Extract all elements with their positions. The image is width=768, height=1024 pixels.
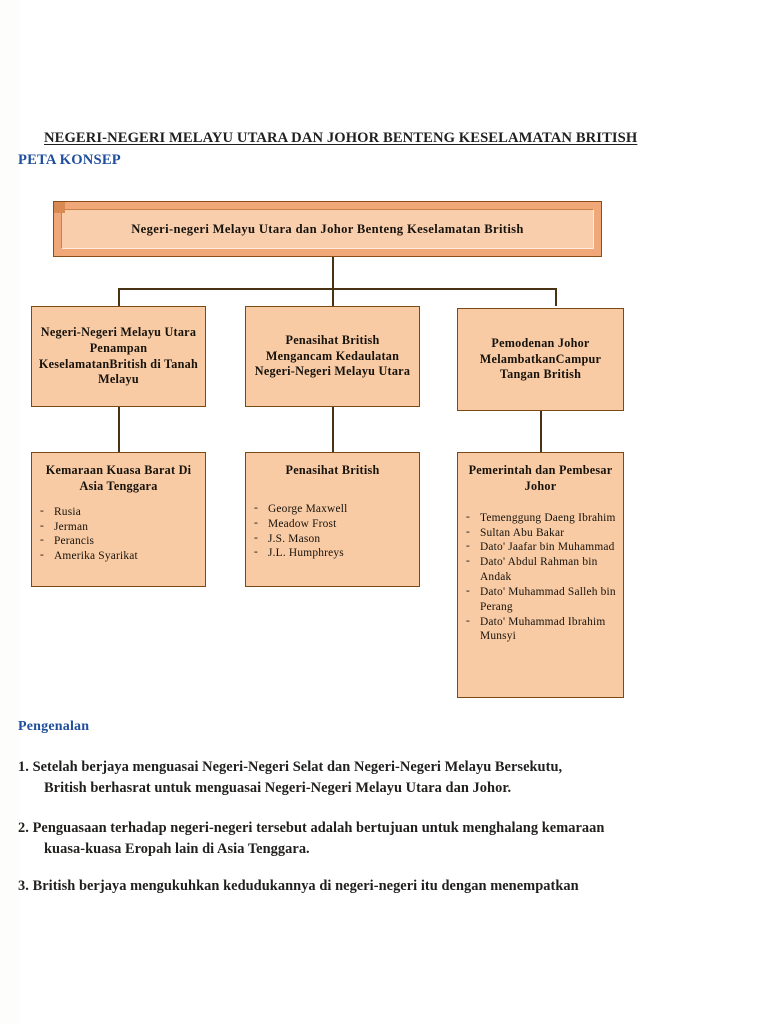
paragraph-1-line2: British berhasrat untuk menguasai Negeri…: [44, 779, 512, 796]
branch-node-2: Penasihat British Mengancam Kedaulatan N…: [245, 306, 420, 407]
branch-node-3: Pemodenan Johor MelambatkanCampur Tangan…: [457, 308, 624, 411]
list-item: -J.S. Mason: [252, 532, 413, 547]
dash-bullet-icon: -: [254, 516, 258, 529]
dash-bullet-icon: -: [40, 504, 44, 517]
list-item-label: Perancis: [54, 535, 95, 548]
list-item: -J.L. Humphreys: [252, 546, 413, 561]
connector-branch-1-to-leaf: [118, 407, 120, 452]
paragraph-1-number: 1.: [18, 759, 29, 775]
list-item: -Jerman: [38, 520, 199, 535]
leaf-node-2: Penasihat British -George Maxwell -Meado…: [245, 452, 420, 587]
list-item: -Dato' Jaafar bin Muhammad: [464, 540, 617, 555]
list-item: -Temenggung Daeng Ibrahim: [464, 511, 617, 526]
dash-bullet-icon: -: [40, 549, 44, 562]
section-heading-pengenalan: Pengenalan: [18, 719, 90, 734]
list-item-label: J.S. Mason: [268, 532, 321, 545]
root-node: Negeri-negeri Melayu Utara dan Johor Ben…: [53, 201, 602, 257]
dash-bullet-icon: -: [466, 540, 470, 553]
connector-drop-branch-2: [332, 288, 334, 306]
leaf-node-1-list: -Rusia -Jerman -Perancis -Amerika Syarik…: [38, 505, 199, 564]
paragraph-1: 1. Setelah berjaya menguasai Negeri-Nege…: [18, 757, 748, 798]
connector-branch-3-to-leaf: [540, 411, 542, 452]
connector-root-stem: [332, 257, 334, 306]
branch-node-2-label: Penasihat British Mengancam Kedaulatan N…: [254, 332, 411, 379]
leaf-node-3: Pemerintah dan Pembesar Johor -Temenggun…: [457, 452, 624, 698]
list-item: -George Maxwell: [252, 502, 413, 517]
list-item-label: Jerman: [54, 520, 89, 533]
leaf-node-2-list: -George Maxwell -Meadow Frost -J.S. Maso…: [252, 502, 413, 561]
leaf-node-2-title: Penasihat British: [285, 463, 380, 477]
list-item-label: Rusia: [54, 505, 81, 518]
paragraph-1-line1: Setelah berjaya menguasai Negeri-Negeri …: [32, 759, 563, 775]
connector-drop-branch-1: [118, 288, 120, 306]
connector-branch-2-to-leaf: [332, 407, 334, 452]
list-item-label: Dato' Jaafar bin Muhammad: [480, 541, 615, 554]
list-item-label: Dato' Abdul Rahman bin Andak: [480, 556, 598, 584]
left-margin-strip: [0, 0, 20, 1024]
subheading-peta-konsep: PETA KONSEP: [18, 152, 121, 168]
list-item-label: Amerika Syarikat: [54, 550, 138, 563]
dash-bullet-icon: -: [466, 510, 470, 523]
list-item-label: Dato' Muhammad Salleh bin Perang: [480, 585, 616, 613]
leaf-node-3-title: Pemerintah dan Pembesar Johor: [468, 463, 613, 493]
leaf-node-3-list: -Temenggung Daeng Ibrahim -Sultan Abu Ba…: [464, 511, 617, 644]
dash-bullet-icon: -: [254, 531, 258, 544]
connector-horizontal-bar: [118, 288, 556, 290]
paragraph-2-line1: Penguasaan terhadap negeri-negeri terseb…: [32, 820, 605, 836]
dash-bullet-icon: -: [466, 614, 470, 627]
dash-bullet-icon: -: [40, 519, 44, 532]
paragraph-3-line1: British berjaya mengukuhkan kedudukannya…: [32, 878, 579, 894]
list-item-label: Sultan Abu Bakar: [480, 526, 565, 539]
root-node-inner: Negeri-negeri Melayu Utara dan Johor Ben…: [61, 209, 594, 249]
page-title: NEGERI-NEGERI MELAYU UTARA DAN JOHOR BEN…: [44, 130, 638, 146]
leaf-node-1: Kemaraan Kuasa Barat Di Asia Tenggara -R…: [31, 452, 206, 587]
list-item: -Dato' Muhammad Salleh bin Perang: [464, 585, 617, 615]
dash-bullet-icon: -: [466, 584, 470, 597]
list-item-label: J.L. Humphreys: [268, 547, 344, 560]
paragraph-2: 2. Penguasaan terhadap negeri-negeri ter…: [18, 818, 748, 859]
branch-node-1-label: Negeri-Negeri Melayu Utara Penampan Kese…: [38, 324, 199, 387]
paragraph-2-line2: kuasa-kuasa Eropah lain di Asia Tenggara…: [44, 840, 310, 857]
paragraph-3: 3. British berjaya mengukuhkan kedudukan…: [18, 876, 748, 897]
dash-bullet-icon: -: [40, 534, 44, 547]
concept-map: Negeri-negeri Melayu Utara dan Johor Ben…: [31, 201, 624, 698]
branch-node-1: Negeri-Negeri Melayu Utara Penampan Kese…: [31, 306, 206, 407]
list-item: -Amerika Syarikat: [38, 549, 199, 564]
list-item-label: Temenggung Daeng Ibrahim: [480, 511, 616, 524]
list-item: -Rusia: [38, 505, 199, 520]
paragraph-2-number: 2.: [18, 820, 29, 836]
list-item-label: Meadow Frost: [268, 517, 337, 530]
root-node-label: Negeri-negeri Melayu Utara dan Johor Ben…: [131, 221, 524, 236]
dash-bullet-icon: -: [466, 525, 470, 538]
list-item: -Dato' Muhammad Ibrahim Munsyi: [464, 615, 617, 645]
list-item: -Sultan Abu Bakar: [464, 526, 617, 541]
list-item: -Meadow Frost: [252, 517, 413, 532]
leaf-node-1-title: Kemaraan Kuasa Barat Di Asia Tenggara: [45, 463, 192, 493]
list-item: -Dato' Abdul Rahman bin Andak: [464, 555, 617, 585]
connector-drop-branch-3: [555, 288, 557, 306]
paragraph-3-number: 3.: [18, 878, 29, 894]
dash-bullet-icon: -: [254, 546, 258, 559]
dash-bullet-icon: -: [254, 501, 258, 514]
dash-bullet-icon: -: [466, 555, 470, 568]
branch-node-3-label: Pemodenan Johor MelambatkanCampur Tangan…: [479, 335, 602, 382]
list-item: -Perancis: [38, 534, 199, 549]
list-item-label: George Maxwell: [268, 502, 348, 515]
list-item-label: Dato' Muhammad Ibrahim Munsyi: [480, 615, 606, 643]
